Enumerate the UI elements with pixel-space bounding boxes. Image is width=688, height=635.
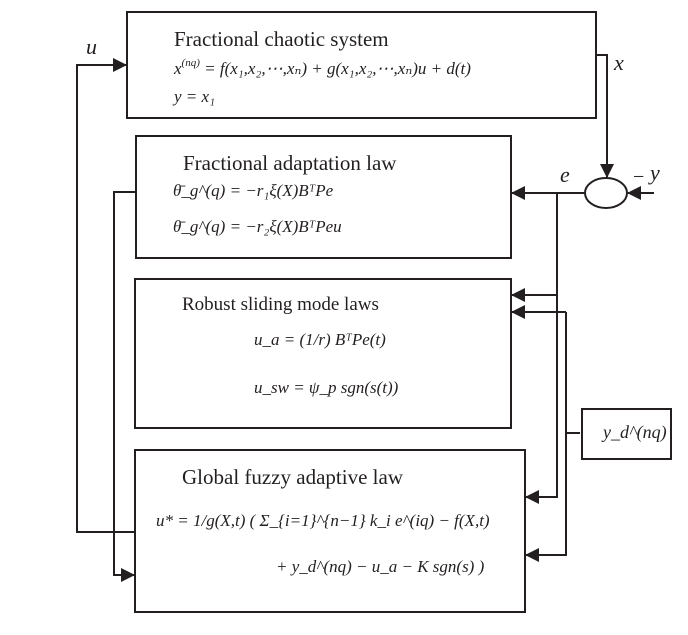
signal-y-label: y bbox=[650, 160, 660, 185]
wire-x bbox=[596, 54, 614, 178]
block-reference-signal: y_d^(nq) bbox=[581, 408, 672, 460]
block-title: Fractional adaptation law bbox=[183, 151, 397, 175]
block-title: Fractional chaotic system bbox=[174, 27, 389, 51]
minus-sign: − bbox=[633, 166, 645, 188]
wire-u bbox=[76, 58, 135, 533]
wire-yd-trunk bbox=[525, 312, 567, 562]
adaptation-equation-2: θ̄_g^(q) = −r₂ξ(X)BᵀPeu bbox=[173, 217, 342, 236]
output-equation: y = x₁ bbox=[174, 87, 215, 106]
signal-u-label: u bbox=[86, 34, 97, 59]
block-global-fuzzy-adaptive-law: Global fuzzy adaptive law u* = 1/g(X,t) … bbox=[134, 449, 526, 613]
sliding-equation-1: u_a = (1/r) BᵀPe(t) bbox=[254, 330, 386, 349]
block-title: Global fuzzy adaptive law bbox=[182, 465, 403, 489]
reference-label: y_d^(nq) bbox=[603, 422, 667, 442]
fuzzy-equation-2: + y_d^(nq) − u_a − K sgn(s) ) bbox=[276, 557, 485, 576]
eq-rhs: = f(x₁,x₂,⋯,xₙ) + g(x₁,x₂,⋯,xₙ)u + d(t) bbox=[204, 59, 471, 78]
eq-lhs: x bbox=[174, 59, 182, 78]
block-fractional-chaotic-system: Fractional chaotic system x(nq) = f(x₁,x… bbox=[126, 11, 597, 119]
sliding-equation-2: u_sw = ψ_p sgn(s(t)) bbox=[254, 378, 399, 397]
adaptation-equation-1: θ̄_g^(q) = −r₁ξ(X)BᵀPe bbox=[173, 181, 334, 200]
wire-e-branch bbox=[525, 193, 558, 504]
fuzzy-equation-1: u* = 1/g(X,t) ( Σ_{i=1}^{n−1} k_i e^(iq)… bbox=[156, 511, 490, 530]
system-equation: x(nq) = f(x₁,x₂,⋯,xₙ) + g(x₁,x₂,⋯,xₙ)u +… bbox=[174, 57, 471, 79]
signal-x-label: x bbox=[614, 50, 624, 75]
wire-theta bbox=[113, 191, 136, 582]
eq-lhs-sup: (nq) bbox=[181, 57, 200, 69]
block-title: Robust sliding mode laws bbox=[182, 294, 379, 315]
block-fractional-adaptation-law: Fractional adaptation law θ̄_g^(q) = −r₁… bbox=[135, 135, 512, 259]
signal-e-label: e bbox=[560, 162, 570, 187]
block-robust-sliding-mode-laws: Robust sliding mode laws u_a = (1/r) BᵀP… bbox=[134, 278, 512, 429]
summing-junction bbox=[584, 177, 628, 209]
